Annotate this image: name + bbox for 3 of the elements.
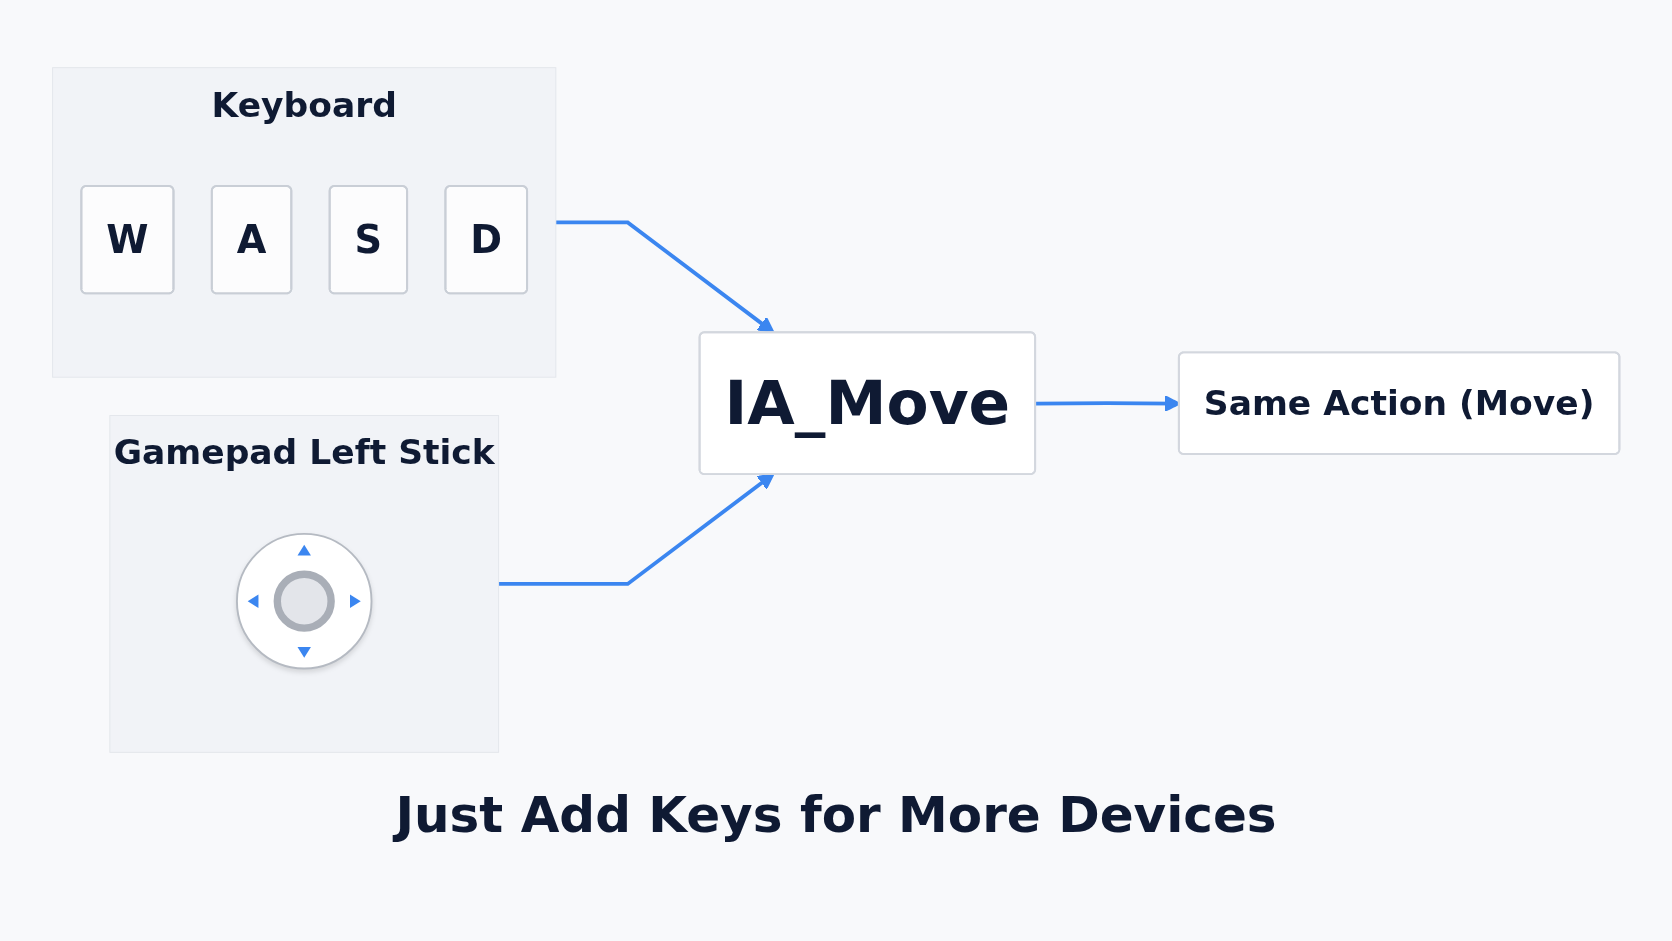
cluster: Gamepad Left Stick <box>109 415 500 753</box>
arrow <box>555 220 775 334</box>
node-picture <box>235 532 373 670</box>
